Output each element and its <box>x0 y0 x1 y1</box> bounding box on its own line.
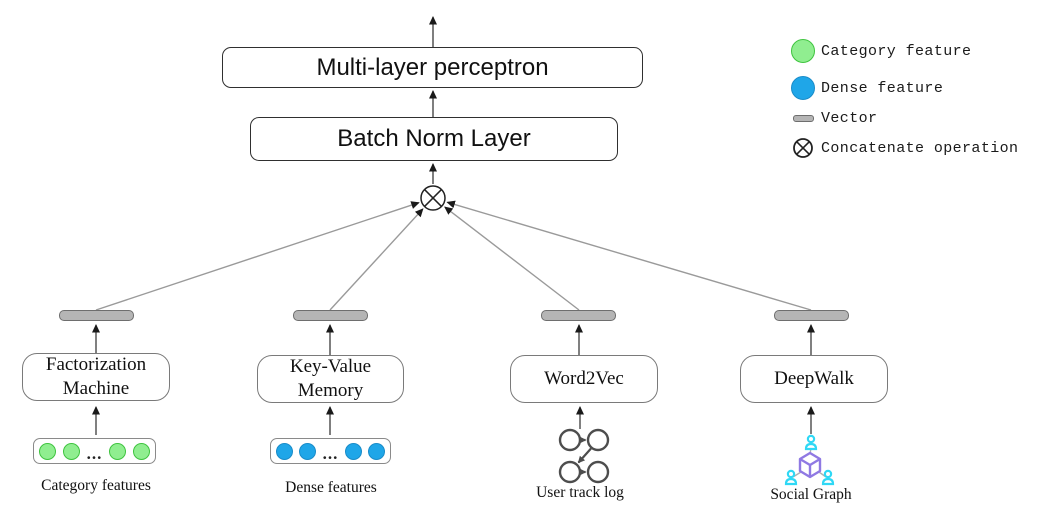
word2vec-box: Word2Vec <box>510 355 658 403</box>
dense-feature-circle <box>368 442 385 460</box>
ellipsis: ... <box>86 444 103 463</box>
dense-feature-circle <box>299 442 317 460</box>
vector-bar-deepwalk <box>774 310 849 321</box>
deepwalk-box: DeepWalk <box>740 355 888 403</box>
dense-feature-legend-icon <box>788 76 818 100</box>
vector-to-concat-wires <box>95 200 812 311</box>
user-track-log-label: User track log <box>536 484 624 501</box>
legend-item-dense-feature: Dense feature <box>788 75 943 101</box>
ellipsis: ... <box>322 444 339 463</box>
batch-norm-layer-box: Batch Norm Layer <box>250 117 618 161</box>
dense-feature-circle <box>276 442 293 460</box>
dense-features-strip: ... <box>270 438 391 464</box>
category-features-label: Category features <box>41 477 151 494</box>
legend-item-category-feature: Category feature <box>788 38 971 64</box>
legend-label: Concatenate operation <box>821 139 1019 157</box>
source-to-box-arrows <box>92 406 815 435</box>
legend-label: Dense feature <box>821 79 944 97</box>
dense-features-label: Dense features <box>285 479 377 496</box>
social-graph-icon <box>782 432 842 495</box>
legend-label: Category feature <box>821 42 972 60</box>
category-feature-circle <box>109 442 127 460</box>
legend-item-concatenate: Concatenate operation <box>788 135 1018 161</box>
concatenate-op-icon <box>420 185 446 211</box>
multi-layer-perceptron-label: Multi-layer perceptron <box>316 53 549 81</box>
category-feature-circle <box>62 442 80 460</box>
batch-norm-layer-label: Batch Norm Layer <box>337 125 531 152</box>
legend-item-vector: Vector <box>788 105 877 131</box>
key-value-memory-label: Key-Value Memory <box>289 356 372 401</box>
legend-label: Vector <box>821 109 878 127</box>
box-to-vector-arrows <box>92 324 815 355</box>
cube-icon <box>798 451 822 479</box>
category-features-strip: ... <box>33 438 156 464</box>
dense-feature-circle <box>344 442 362 460</box>
user-track-log-icon <box>552 428 612 491</box>
vector-legend-icon <box>788 114 818 122</box>
deepwalk-label: DeepWalk <box>774 368 854 390</box>
social-graph-label: Social Graph <box>770 486 852 503</box>
category-feature-legend-icon <box>788 39 818 63</box>
category-feature-circle <box>133 442 150 460</box>
factorization-machine-label: Factorization Machine <box>45 354 147 399</box>
category-feature-circle <box>39 442 56 460</box>
vector-bar-word2vec <box>541 310 616 321</box>
key-value-memory-box: Key-Value Memory <box>257 355 404 403</box>
vector-bar-keyvalue <box>293 310 368 321</box>
factorization-machine-box: Factorization Machine <box>22 353 170 401</box>
person-icons <box>784 434 835 486</box>
legend: Category feature Dense feature Vector Co… <box>788 38 1044 163</box>
word2vec-label: Word2Vec <box>544 368 624 390</box>
multi-layer-perceptron-box: Multi-layer perceptron <box>222 47 643 88</box>
concatenate-legend-icon <box>788 137 818 159</box>
vector-bar-factorization <box>59 310 134 321</box>
